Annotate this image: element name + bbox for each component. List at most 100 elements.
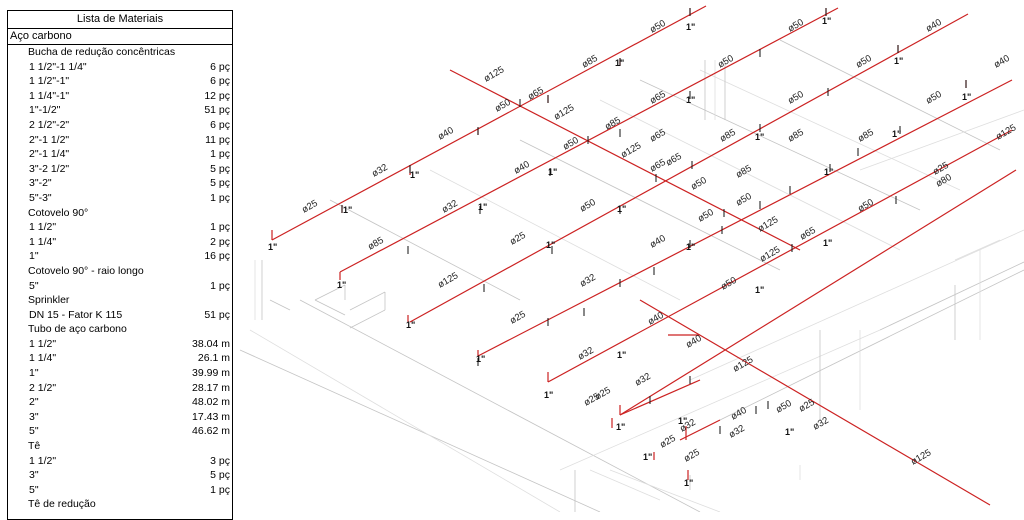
ghost-line	[599, 99, 901, 251]
pipe-diameter-label: ø40	[648, 233, 668, 251]
bom-item-row: 3"-2"5 pç	[8, 176, 232, 191]
bom-item-row: 1 1/2"3 pç	[8, 454, 232, 469]
pipe-inch-label: 1"	[544, 390, 553, 400]
pipe-diameter-label: ø32	[811, 415, 831, 433]
bom-row-label: 2 1/2"	[29, 381, 57, 394]
bom-item-row: 1"-1/2"51 pç	[8, 103, 232, 118]
pipe-inch-label: 1"	[617, 204, 626, 214]
bom-row-quantity: 46.62 m	[192, 425, 230, 438]
pipe-inch-label: 1"	[686, 22, 695, 32]
pipe-diameter-label: ø50	[648, 18, 668, 36]
bom-row-quantity: 1 pç	[210, 148, 230, 161]
pipe-diameter-label: ø40	[512, 159, 532, 177]
bom-row-label: 1"	[29, 250, 39, 263]
pipe-diameter-label: ø40	[992, 53, 1012, 71]
pipe-inch-label: 1"	[824, 167, 833, 177]
bom-row-quantity: 1 pç	[210, 191, 230, 204]
pipe-inch-label: 1"	[755, 285, 764, 295]
pipe-segment	[477, 79, 1013, 357]
pipe-diameter-label: ø40	[924, 17, 944, 35]
pipe-diameter-label: ø85	[718, 127, 738, 145]
bom-row-label: Sprinkler	[28, 294, 70, 307]
bom-row-quantity: 1 pç	[210, 483, 230, 496]
bom-item-row: 1 1/2"1 pç	[8, 220, 232, 235]
bom-row-label: 1 1/4"	[29, 235, 57, 248]
pipe-diameter-label: ø32	[370, 162, 390, 180]
ghost-line	[239, 349, 601, 512]
bom-item-row: 1"39.99 m	[8, 366, 232, 381]
bom-row-label: 1 1/2"	[29, 454, 57, 467]
pipe-diameter-label: ø50	[716, 53, 736, 71]
bom-row-label: 5"-3"	[29, 191, 52, 204]
bom-row-quantity: 11 pç	[205, 133, 230, 146]
bom-row-label: 5"	[29, 483, 39, 496]
pipe-inch-label: 1"	[686, 95, 695, 105]
pipe-inch-label: 1"	[268, 242, 277, 252]
pipe-diameter-label: ø125	[756, 214, 780, 234]
pipe-diameter-label: ø50	[924, 89, 944, 107]
bom-row-label: 3"	[29, 469, 39, 482]
pipe-diameter-label: ø32	[727, 423, 747, 441]
bom-row-quantity: 28.17 m	[192, 381, 230, 394]
bom-group-row: Cotovelo 90°	[8, 206, 232, 221]
pipe-diameter-label: ø85	[856, 127, 876, 145]
pipe-diameter-label: ø32	[633, 371, 653, 389]
pipe-inch-label: 1"	[615, 58, 624, 68]
bom-row-quantity: 6 pç	[210, 60, 230, 73]
bom-item-row: 3"17.43 m	[8, 410, 232, 425]
bom-group-row: Tê de redução	[8, 497, 232, 512]
ghost-arrow	[314, 284, 346, 301]
bom-group-row: Tubo de aço carbono	[8, 322, 232, 337]
bom-item-row: 1 1/4" 2 pç	[8, 235, 232, 250]
bom-row-quantity: 5 pç	[210, 162, 230, 175]
pipe-segment	[449, 69, 801, 251]
pipe-inch-label: 1"	[406, 320, 415, 330]
pipe-inch-label: 1"	[962, 92, 971, 102]
ghost-line	[719, 269, 1024, 421]
bom-row-label: 1"-1/2"	[29, 104, 61, 117]
pipe-inch-label: 1"	[343, 205, 352, 215]
bom-row-label: Tubo de aço carbono	[28, 323, 127, 336]
pipe-diameter-label: ø125	[552, 102, 576, 122]
bom-item-row: 2"-1 1/4"1 pç	[8, 147, 232, 162]
pipe-diameter-label: ø85	[734, 163, 754, 181]
pipe-diameter-label: ø65	[526, 85, 546, 103]
bom-row-label: 3"-2"	[29, 177, 52, 190]
pipe-inch-label: 1"	[546, 240, 555, 250]
bom-row-label: 1 1/4"	[29, 352, 57, 365]
bom-row-quantity: 6 pç	[210, 118, 230, 131]
bom-row-label: 5"	[29, 425, 39, 438]
bom-row-quantity: 51 pç	[204, 308, 230, 321]
pipe-diameter-label: ø32	[576, 345, 596, 363]
pipe-inch-label: 1"	[616, 422, 625, 432]
bom-row-quantity: 16 pç	[204, 250, 230, 263]
pipe-segment	[409, 13, 969, 323]
bom-row-quantity: 2 pç	[210, 235, 230, 248]
pipe-diameter-label: ø125	[731, 354, 755, 374]
bill-of-materials-table: Lista de Materiais Aço carbono Bucha de …	[7, 10, 233, 520]
pipe-diameter-label: ø50	[578, 197, 598, 215]
bom-item-row: 5" 1 pç	[8, 483, 232, 498]
pipe-segment	[639, 299, 991, 506]
pipe-inch-label: 1"	[548, 167, 557, 177]
bom-row-label: Bucha de redução concêntricas	[28, 46, 176, 58]
ghost-line	[609, 469, 721, 512]
pipe-diameter-label: ø25	[658, 433, 678, 451]
ghost-line	[519, 139, 781, 271]
pipe-segment	[339, 7, 839, 273]
bom-row-label: 2 1/2"-2"	[29, 118, 70, 131]
bom-group-row: Cotovelo 90° - raio longo	[8, 264, 232, 279]
pipe-diameter-label: ø25	[508, 230, 528, 248]
bom-group-row: Sprinkler	[8, 293, 232, 308]
bom-item-row: 3"-2 1/2"5 pç	[8, 162, 232, 177]
pipe-inch-label: 1"	[822, 16, 831, 26]
bom-row-quantity: 39.99 m	[192, 367, 230, 380]
bom-row-label: 1 1/2"-1 1/4"	[29, 60, 87, 73]
pipe-inch-label: 1"	[478, 202, 487, 212]
bom-row-quantity: 6 pç	[210, 75, 230, 88]
pipe-diameter-label: ø65	[798, 225, 818, 243]
bom-row-label: 2"-1 1/2"	[29, 133, 70, 146]
pipe-diameter-label: ø125	[619, 140, 643, 160]
bom-row-label: 3"	[29, 410, 39, 423]
